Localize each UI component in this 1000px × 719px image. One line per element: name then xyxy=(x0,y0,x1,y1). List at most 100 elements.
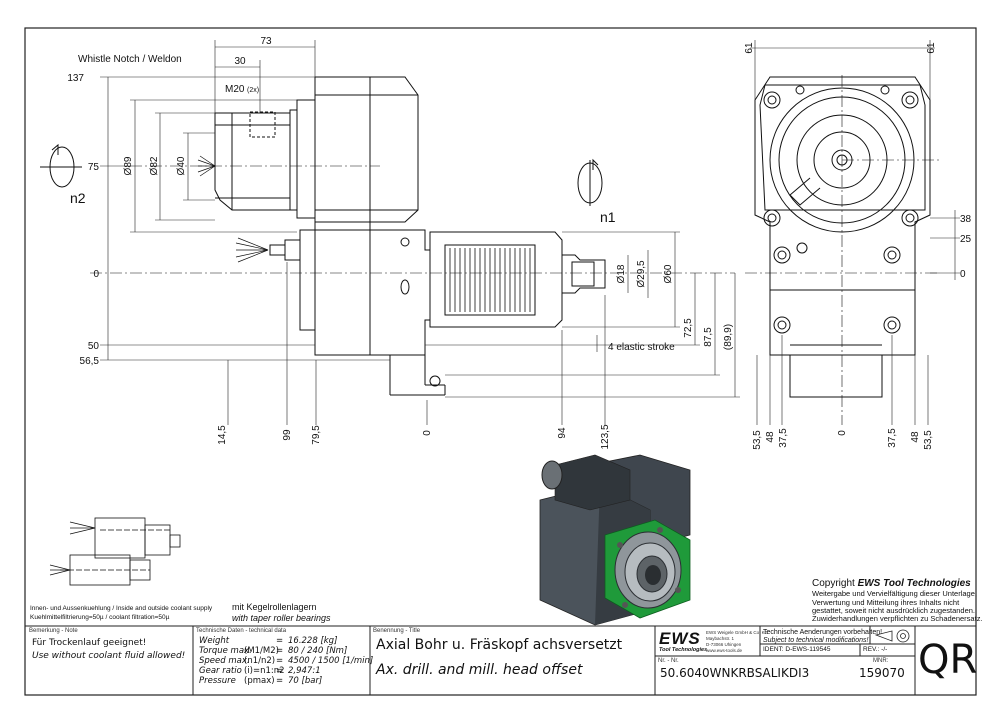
tech-row-pressure-name: Pressure xyxy=(199,676,236,686)
front-view xyxy=(745,75,940,425)
article-number: 50.6040WNKRBSALIKDI3 xyxy=(660,666,810,680)
n2-label: n2 xyxy=(70,190,86,206)
side-view xyxy=(40,76,735,396)
tech-row-speed-sym: (n1/n2) xyxy=(244,656,276,666)
tech-row-pressure-sym: (pmax) xyxy=(244,676,275,686)
ews-logo-sub: Tool Technologies xyxy=(659,647,708,653)
dim-d89: Ø89 xyxy=(123,156,134,175)
svg-text:Copyright EWS Tool Technologie: Copyright EWS Tool Technologies xyxy=(812,578,971,589)
tech-row-torque-sym: (M1/M2) xyxy=(244,646,279,656)
changes-en: Subject to technical modifications! xyxy=(763,637,869,644)
product-render xyxy=(539,454,691,626)
copyright-prefix: Copyright xyxy=(812,578,858,589)
dim-73: 73 xyxy=(260,36,272,47)
dim-61-right: 61 xyxy=(926,42,937,54)
remarks-de: Für Trockenlauf geeignet! xyxy=(32,638,147,648)
tech-row-gear-eq: = xyxy=(276,666,284,676)
tech-row-weight-eq: = xyxy=(276,636,284,646)
dim-137: 137 xyxy=(67,73,84,84)
tech-row-weight-val: 16.228 [kg] xyxy=(288,636,338,646)
dim-123-5: 123,5 xyxy=(600,424,611,449)
dim-75: 75 xyxy=(88,162,100,173)
tech-row-gear-val: 2,947:1 xyxy=(288,666,321,676)
tech-row-torque-eq: = xyxy=(276,646,284,656)
sheet-border xyxy=(24,27,977,696)
copyright-line5: Zuwiderhandlungen verpflichten zu Schade… xyxy=(812,614,983,623)
ident-number: IDENT: D-EWS-119545 xyxy=(763,646,831,653)
dim-25: 25 xyxy=(960,234,972,245)
tech-row-torque-val: 80 / 240 [Nm] xyxy=(288,646,348,656)
copyright-block: Copyright EWS Tool Technologies Weiterga… xyxy=(812,578,983,623)
dimension-lines xyxy=(100,40,740,425)
dim-0-right: 0 xyxy=(960,269,966,280)
dim-d18: Ø18 xyxy=(616,264,627,283)
coolant-notes: Innen- und Aussenkuehlung / Inside and o… xyxy=(30,602,331,623)
dim-50: 50 xyxy=(88,341,100,352)
dim-37-5-b: 37,5 xyxy=(887,428,898,448)
dim-m20: M20 xyxy=(225,84,245,95)
dim-m20-sub: (2x) xyxy=(247,87,259,94)
company-addr4: www.ews-tools.de xyxy=(706,648,743,653)
copyright-line3: Verwertung und Mitteilung ihres Inhalts … xyxy=(812,598,960,607)
coolant-schematic xyxy=(49,517,181,586)
dim-87-5: 87,5 xyxy=(703,327,714,347)
coolant-line1: Innen- und Aussenkuehlung / Inside and o… xyxy=(30,605,213,612)
dim-38: 38 xyxy=(960,214,972,225)
front-dimension-lines xyxy=(750,40,960,425)
elastic-stroke-label: 4 elastic stroke xyxy=(608,342,675,353)
dim-56-5: 56,5 xyxy=(80,356,100,367)
copyright-line4: gestattet, soweit nicht ausdrücklich zug… xyxy=(812,606,975,615)
mnr-number: 159070 xyxy=(859,666,905,680)
dim-48-b: 48 xyxy=(910,431,921,443)
remarks-label: Bemerkung - Note xyxy=(29,628,78,634)
dim-d40: Ø40 xyxy=(176,156,187,175)
dim-0-front: 0 xyxy=(837,430,848,436)
dim-d29-5: Ø29,5 xyxy=(636,260,647,288)
qr-label: QR xyxy=(918,637,978,683)
dim-37-5-a: 37,5 xyxy=(778,428,789,448)
tech-row-speed-val: 4500 / 1500 [1/min] xyxy=(288,656,374,666)
dim-99: 99 xyxy=(282,429,293,441)
title-block-frame xyxy=(25,625,976,695)
tech-label: Technische Daten - technical data xyxy=(196,628,287,634)
dim-30: 30 xyxy=(234,56,246,67)
dim-72-5: 72,5 xyxy=(683,318,694,338)
dim-53-5-b: 53,5 xyxy=(923,430,934,450)
n1-label: n1 xyxy=(600,209,616,225)
mnr-label: MNR: xyxy=(873,658,889,664)
bearing-en: with taper roller bearings xyxy=(232,613,331,623)
dimension-labels: 73 30 Whistle Notch / Weldon M20 (2x) 13… xyxy=(67,36,971,450)
copyright-line2: Weitergabe und Vervielfältigung dieser U… xyxy=(812,589,977,598)
dim-d82: Ø82 xyxy=(149,156,160,175)
dim-53-5-a: 53,5 xyxy=(752,430,763,450)
coolant-line2: Kuehlmittelfiltrierung=50µ / coolant fil… xyxy=(30,614,170,621)
company-addr2: Maybachstr. 1 xyxy=(706,636,735,641)
dim-89-9: (89,9) xyxy=(723,324,734,350)
tech-row-pressure-val: 70 [bar] xyxy=(288,676,323,686)
projection-symbol xyxy=(874,629,910,643)
dim-0-bottom: 0 xyxy=(422,430,433,436)
nr-label: Nr. - Nr. xyxy=(658,658,679,664)
revision: REV.: -/- xyxy=(863,646,888,653)
dim-d60: Ø60 xyxy=(663,264,674,283)
company-addr1: EWS Weigele GmbH & Co. KG xyxy=(706,630,769,635)
remarks-en: Use without coolant fluid allowed! xyxy=(32,651,186,661)
tech-row-speed-name: Speed max. xyxy=(199,656,250,666)
tech-row-speed-eq: = xyxy=(276,656,284,666)
title-label: Benennung - Title xyxy=(373,628,421,634)
dim-61-left: 61 xyxy=(744,42,755,54)
dim-94: 94 xyxy=(557,427,568,439)
company-addr3: D-73066 Uhingen xyxy=(706,642,742,647)
dim-0-left: 0 xyxy=(93,269,99,280)
tech-row-pressure-eq: = xyxy=(276,676,284,686)
dim-79-5: 79,5 xyxy=(311,425,322,445)
dim-14-5: 14,5 xyxy=(217,425,228,445)
ews-logo-text: EWS xyxy=(659,629,701,648)
dim-48-a: 48 xyxy=(765,431,776,443)
title-en: Ax. drill. and mill. head offset xyxy=(376,662,583,678)
title-de: Axial Bohr u. Fräskopf achsversetzt xyxy=(376,637,623,653)
copyright-brand: EWS Tool Technologies xyxy=(858,578,972,589)
ews-logo xyxy=(658,629,703,651)
